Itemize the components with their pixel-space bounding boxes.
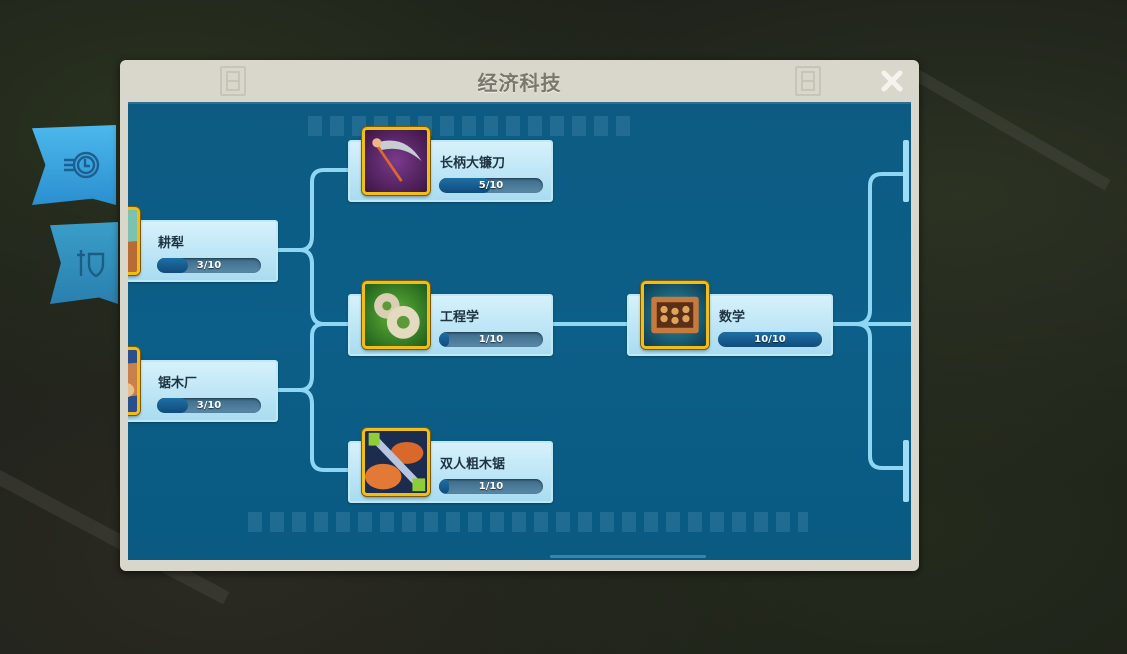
progress-fill <box>439 332 450 347</box>
progress-fill <box>439 178 491 193</box>
progress-text: 3/10 <box>196 260 222 271</box>
horizontal-scrollbar[interactable] <box>550 555 706 558</box>
economy-tech-dialog: 经济科技 <box>120 60 919 571</box>
two-man-saw-icon <box>362 428 430 496</box>
progress-bar: 1/10 <box>439 332 543 347</box>
coins-clock-icon <box>64 151 100 179</box>
plow-icon <box>128 207 140 275</box>
header-ornament-right <box>795 66 821 96</box>
background-road <box>914 70 1111 191</box>
tech-name: 工程学 <box>440 310 480 325</box>
tech-tree-canvas[interactable]: 耕犁 3/10 锯木厂 3/10 长柄大镰刀 5/10 <box>128 102 911 560</box>
tech-connectors <box>274 168 911 472</box>
progress-bar: 10/10 <box>718 332 822 347</box>
tech-node-sawmill[interactable]: 锯木厂 3/10 <box>128 347 278 422</box>
scythe-icon <box>362 127 430 195</box>
progress-text: 1/10 <box>478 334 504 345</box>
header-ornament-left <box>220 66 246 96</box>
progress-fill <box>439 479 450 494</box>
dialog-title: 经济科技 <box>477 70 562 95</box>
tab-military[interactable] <box>50 222 118 304</box>
progress-bar: 1/10 <box>439 479 543 494</box>
progress-text: 5/10 <box>478 180 504 191</box>
abacus-icon <box>641 281 709 349</box>
progress-fill <box>157 398 189 413</box>
progress-bar: 3/10 <box>157 258 261 273</box>
decorative-pattern <box>248 512 808 532</box>
tech-name: 双人粗木锯 <box>440 457 506 472</box>
progress-bar: 5/10 <box>439 178 543 193</box>
tab-economy[interactable] <box>32 125 116 205</box>
tech-name: 锯木厂 <box>158 376 198 391</box>
dialog-header: 经济科技 <box>120 60 919 102</box>
tech-node-crosscut-saw[interactable]: 双人粗木锯 1/10 <box>348 428 553 503</box>
gears-icon <box>362 281 430 349</box>
progress-text: 10/10 <box>754 334 786 345</box>
progress-fill <box>718 332 822 347</box>
tech-node-scythe[interactable]: 长柄大镰刀 5/10 <box>348 127 553 202</box>
sword-shield-icon <box>77 250 105 278</box>
progress-text: 3/10 <box>196 400 222 411</box>
progress-bar: 3/10 <box>157 398 261 413</box>
tech-name: 数学 <box>719 310 746 325</box>
tech-node-plow[interactable]: 耕犁 3/10 <box>128 207 278 282</box>
progress-text: 1/10 <box>478 481 504 492</box>
tech-node-mathematics[interactable]: 数学 10/10 <box>627 281 833 356</box>
close-x-icon <box>881 70 903 92</box>
tech-name: 耕犁 <box>158 236 185 251</box>
close-button[interactable] <box>877 66 907 96</box>
sawmill-icon <box>128 347 140 415</box>
offscreen-node-stub <box>903 440 909 502</box>
progress-fill <box>157 258 189 273</box>
tech-name: 长柄大镰刀 <box>440 156 506 171</box>
offscreen-node-stub <box>903 140 909 202</box>
tech-node-engineering[interactable]: 工程学 1/10 <box>348 281 553 356</box>
